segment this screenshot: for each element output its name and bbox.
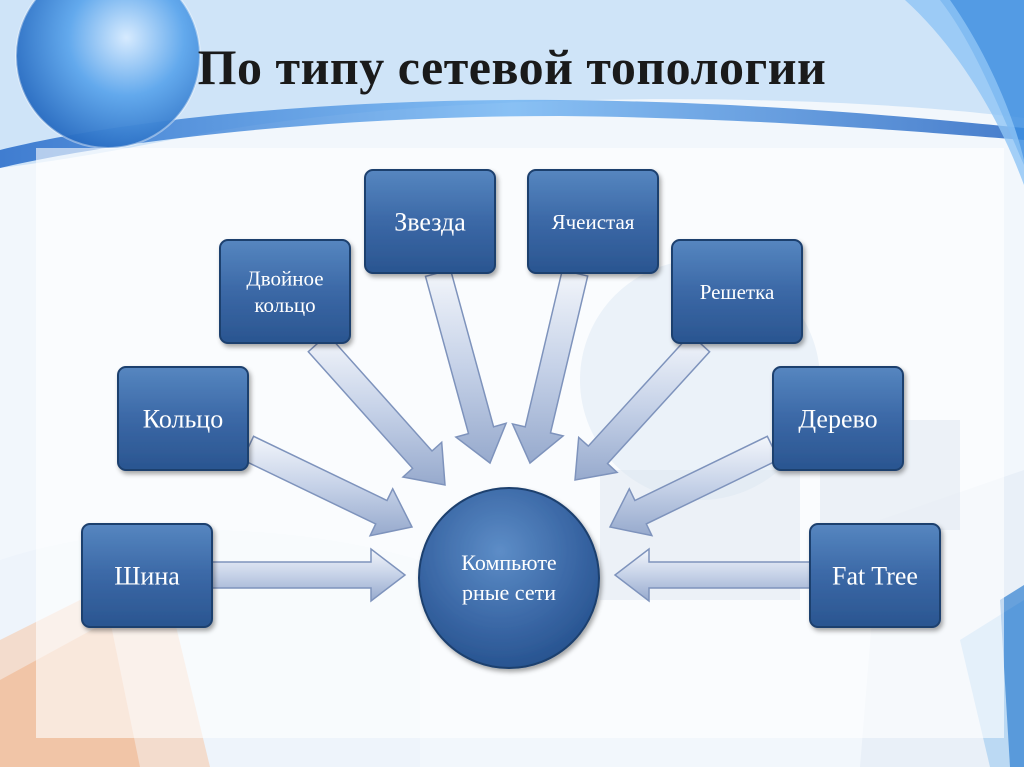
node-label-reshetka-1: Решетка [700,280,775,304]
arrow-yacheistaya [511,269,589,465]
center-label-line1: Компьюте [461,550,556,575]
arrow-zvezda [424,268,508,465]
node-box-reshetka [671,239,803,344]
node-shina: Шина [81,523,213,628]
node-fat-tree: Fat Tree [809,523,941,628]
node-zvezda: Звезда [364,169,496,274]
node-label-koltso-1: Кольцо [143,405,223,434]
node-reshetka: Решетка [671,239,803,344]
node-box-koltso [117,366,249,471]
page-title: По типу сетевой топологии [197,39,827,95]
node-label-zvezda-1: Звезда [394,208,466,237]
arrow-koltso [241,435,414,537]
node-koltso: Кольцо [117,366,249,471]
arrows-layer [211,268,811,603]
arrow-dvoinoe-koltso [307,333,446,486]
arrow-shina [211,547,407,603]
node-label-derevo-1: Дерево [798,405,877,434]
node-box-dvoinoe-koltso [219,239,351,344]
node-label-fat-tree-1: Fat Tree [832,562,918,591]
node-box-shina [81,523,213,628]
node-label-yacheistaya-1: Ячеистая [552,210,635,234]
center-label-line2: рные сети [462,580,556,605]
node-label-shina-1: Шина [114,562,180,591]
node-box-yacheistaya [527,169,659,274]
node-derevo: Дерево [772,366,904,471]
node-box-zvezda [364,169,496,274]
node-box-derevo [772,366,904,471]
arrow-reshetka [574,333,711,481]
arrow-fat-tree [613,547,811,603]
arrow-derevo [608,435,780,537]
node-label-dvoinoe-koltso-1: Двойное [246,267,323,291]
center-node [418,487,600,669]
node-yacheistaya: Ячеистая [527,169,659,274]
node-label-dvoinoe-koltso-2: кольцо [254,293,315,317]
node-box-fat-tree [809,523,941,628]
